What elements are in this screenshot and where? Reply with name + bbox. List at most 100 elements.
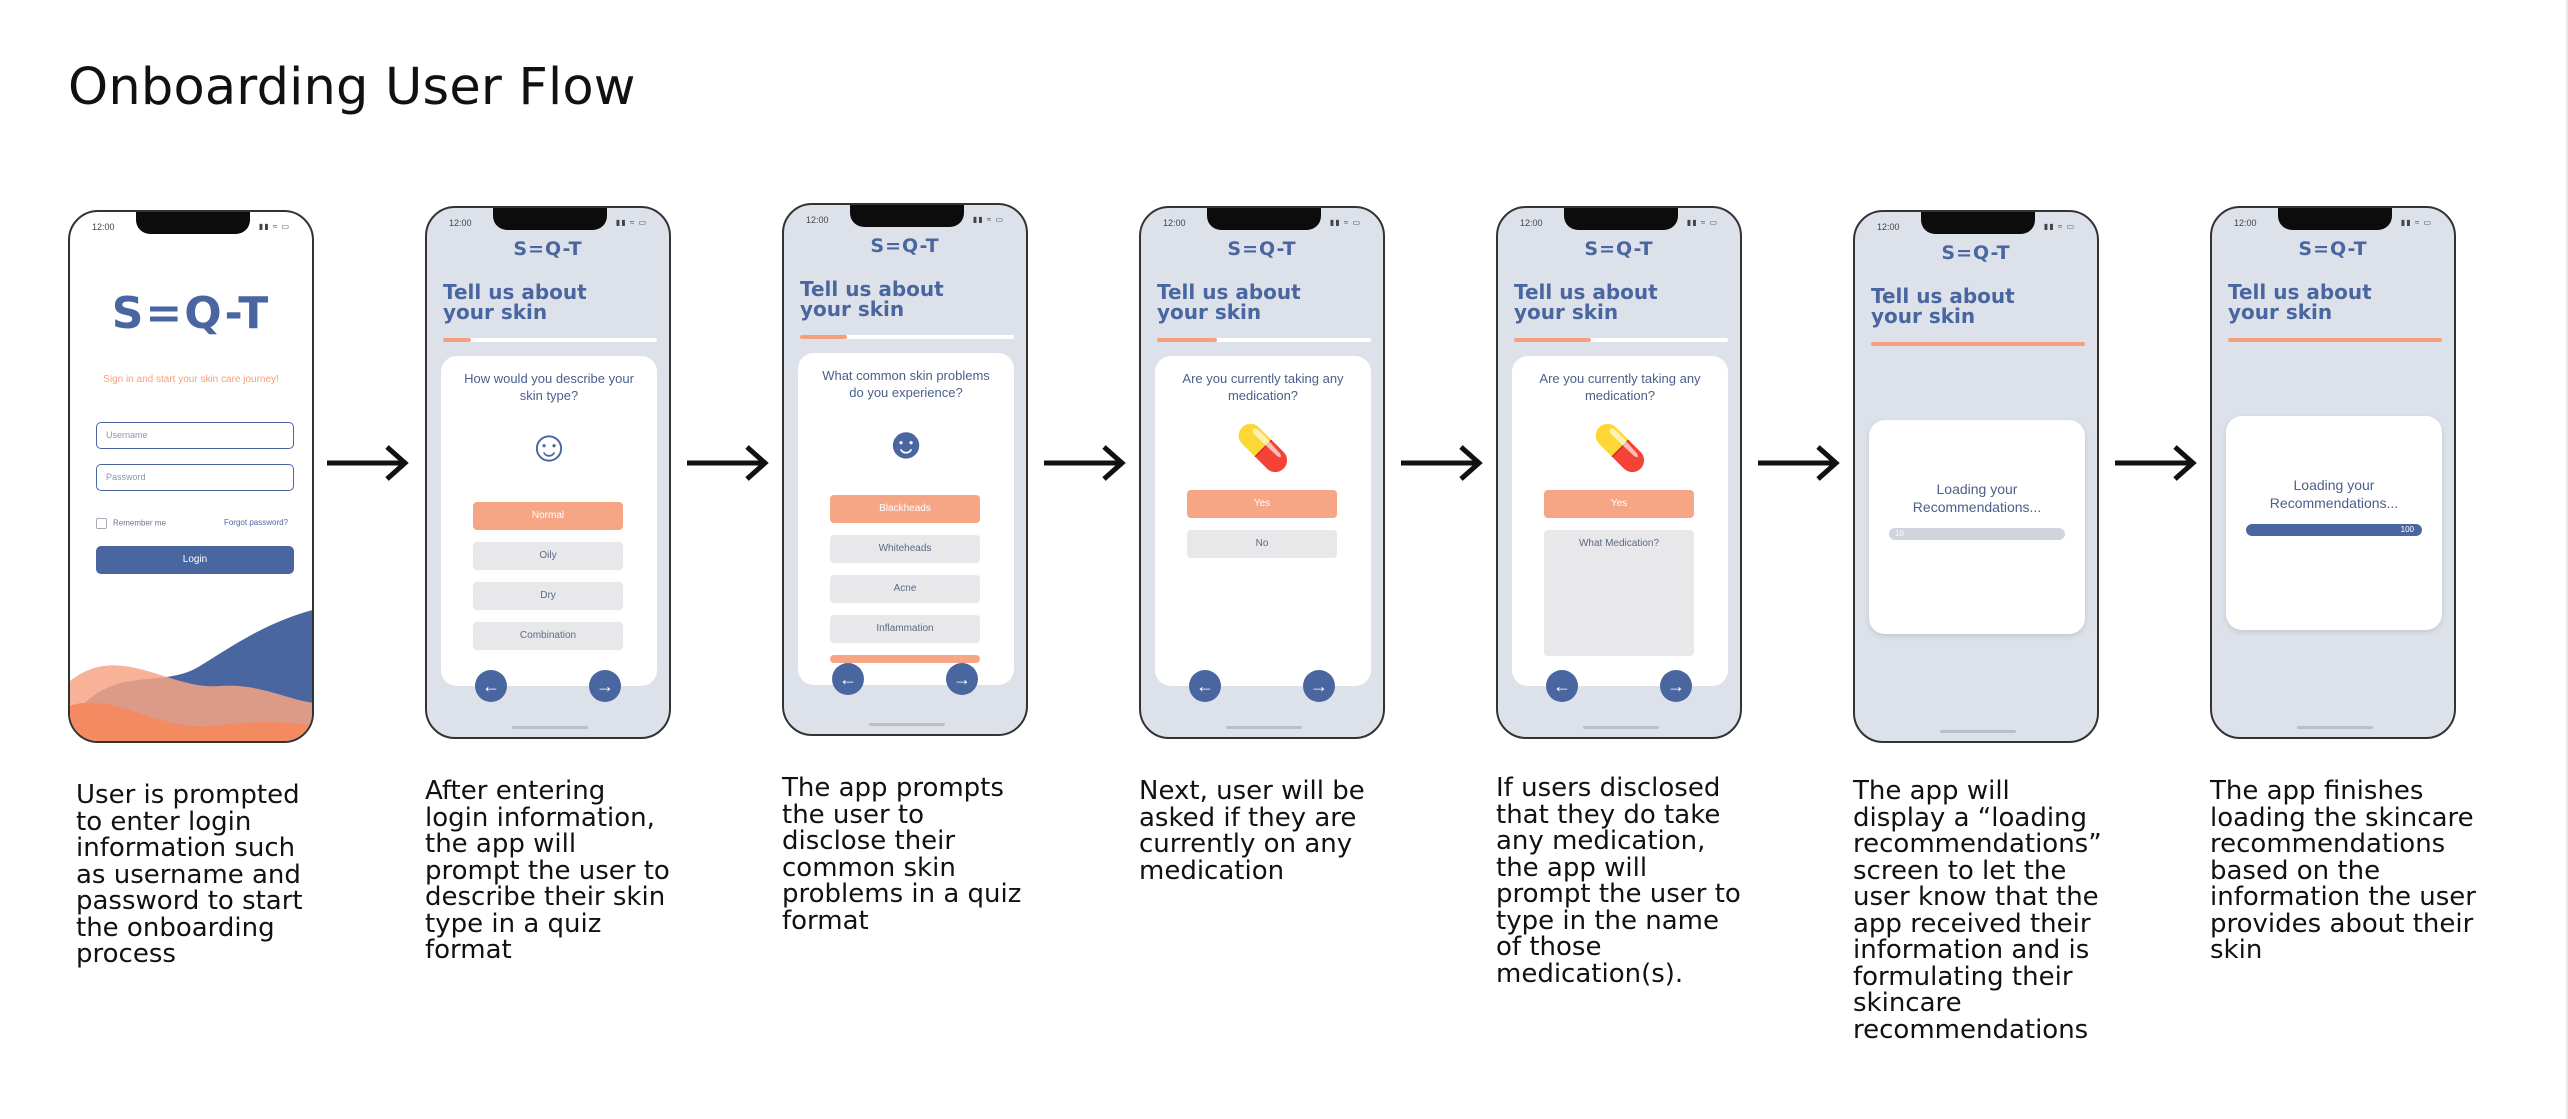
option-no[interactable]: No bbox=[1187, 530, 1337, 558]
phone-loading-start: 12:00 ▮▮ ≈ ▭ S=Q-T Tell us about your sk… bbox=[1853, 210, 2099, 743]
forgot-password-link[interactable]: Forgot password? bbox=[223, 518, 288, 527]
quiz-progress-fill bbox=[1157, 338, 1217, 342]
question-card: Are you currently taking any medication?… bbox=[1155, 356, 1371, 686]
wave-decoration bbox=[70, 610, 312, 741]
option-oily[interactable]: Oily bbox=[473, 542, 623, 570]
remember-me-label: Remember me bbox=[113, 518, 166, 528]
next-arrow-icon[interactable]: → bbox=[1660, 670, 1692, 702]
username-input[interactable]: Username bbox=[96, 422, 294, 449]
status-time: 12:00 bbox=[1877, 222, 1900, 232]
quiz-progress-bar bbox=[1157, 338, 1371, 342]
screen-heading: Tell us about your skin bbox=[800, 277, 944, 321]
option-whiteheads[interactable]: Whiteheads bbox=[830, 535, 980, 563]
face-icon: ☺ bbox=[526, 422, 572, 471]
flow-arrow-3 bbox=[1044, 445, 1126, 481]
head-profile-icon: ☻ bbox=[882, 419, 930, 468]
loading-progress-value: 100 bbox=[2400, 525, 2414, 534]
phone-notch bbox=[1207, 208, 1321, 230]
home-indicator bbox=[512, 726, 588, 729]
loading-card: Loading your Recommendations... 10 bbox=[1869, 420, 2085, 634]
caption-step-6: The app will display a “loading recommen… bbox=[1853, 776, 2102, 1045]
status-icons: ▮▮ ≈ ▭ bbox=[2043, 222, 2075, 231]
pill-icon: 💊 bbox=[1592, 424, 1648, 473]
app-logo: S=Q-T bbox=[1227, 238, 1297, 260]
quiz-progress-bar bbox=[443, 338, 657, 342]
loading-progress-bar: 100 bbox=[2246, 524, 2422, 536]
option-yes[interactable]: Yes bbox=[1544, 490, 1694, 518]
phone-medication-detail: 12:00 ▮▮ ≈ ▭ S=Q-T Tell us about your sk… bbox=[1496, 206, 1742, 739]
loading-progress-fill bbox=[2246, 524, 2422, 536]
quiz-progress-bar bbox=[1514, 338, 1728, 342]
loading-progress-value: 10 bbox=[1895, 529, 1904, 538]
quiz-progress-fill bbox=[1871, 342, 2085, 346]
medication-textarea[interactable]: What Medication? bbox=[1544, 530, 1694, 656]
quiz-progress-fill bbox=[800, 335, 848, 339]
app-logo: S=Q-T bbox=[870, 235, 940, 257]
home-indicator bbox=[2297, 726, 2373, 729]
caption-step-2: After entering login information, the ap… bbox=[425, 776, 670, 965]
caption-step-5: If users disclosed that they do take any… bbox=[1496, 773, 1741, 989]
caption-step-1: User is prompted to enter login informat… bbox=[76, 780, 303, 969]
next-arrow-icon[interactable]: → bbox=[589, 670, 621, 702]
question-text: Are you currently taking any medication? bbox=[1539, 371, 1701, 403]
status-icons: ▮▮ ≈ ▭ bbox=[615, 218, 647, 227]
status-time: 12:00 bbox=[1163, 218, 1186, 228]
back-arrow-icon[interactable]: ← bbox=[832, 663, 864, 695]
checkbox-icon bbox=[96, 518, 107, 529]
back-arrow-icon[interactable]: ← bbox=[475, 670, 507, 702]
caption-step-7: The app finishes loading the skincare re… bbox=[2210, 776, 2476, 965]
home-indicator bbox=[869, 723, 945, 726]
status-time: 12:00 bbox=[2234, 218, 2257, 228]
remember-me-checkbox[interactable]: Remember me bbox=[96, 518, 166, 529]
quiz-progress-bar bbox=[800, 335, 1014, 339]
next-arrow-icon[interactable]: → bbox=[946, 663, 978, 695]
app-logo: S=Q-T bbox=[1584, 238, 1654, 260]
app-logo: S=Q-T bbox=[111, 288, 271, 339]
caption-step-3: The app prompts the user to disclose the… bbox=[782, 773, 1022, 936]
screen-heading: Tell us about your skin bbox=[2228, 280, 2372, 324]
flow-arrow-1 bbox=[327, 445, 409, 481]
flow-arrow-5 bbox=[1758, 445, 1840, 481]
home-indicator bbox=[1226, 726, 1302, 729]
login-button[interactable]: Login bbox=[96, 546, 294, 574]
option-dry[interactable]: Dry bbox=[473, 582, 623, 610]
status-time: 12:00 bbox=[806, 215, 829, 225]
status-icons: ▮▮ ≈ ▭ bbox=[1329, 218, 1361, 227]
status-time: 12:00 bbox=[449, 218, 472, 228]
option-combination[interactable]: Combination bbox=[473, 622, 623, 650]
quiz-progress-bar bbox=[1871, 342, 2085, 346]
phone-notch bbox=[1921, 212, 2035, 234]
phone-notch bbox=[850, 205, 964, 227]
phone-notch bbox=[136, 212, 250, 234]
loading-progress-bar: 10 bbox=[1889, 528, 2065, 540]
next-arrow-icon[interactable]: → bbox=[1303, 670, 1335, 702]
back-arrow-icon[interactable]: ← bbox=[1546, 670, 1578, 702]
option-inflammation[interactable]: Inflammation bbox=[830, 615, 980, 643]
phone-loading-complete: 12:00 ▮▮ ≈ ▭ S=Q-T Tell us about your sk… bbox=[2210, 206, 2456, 739]
quiz-progress-fill bbox=[2228, 338, 2442, 342]
status-icons: ▮▮ ≈ ▭ bbox=[2400, 218, 2432, 227]
back-arrow-icon[interactable]: ← bbox=[1189, 670, 1221, 702]
status-icons: ▮▮ ≈ ▭ bbox=[258, 222, 290, 231]
quiz-progress-fill bbox=[1514, 338, 1592, 342]
option-acne[interactable]: Acne bbox=[830, 575, 980, 603]
status-time: 12:00 bbox=[1520, 218, 1543, 228]
flow-arrow-2 bbox=[687, 445, 769, 481]
loading-text: Loading your Recommendations... bbox=[2269, 477, 2399, 511]
login-tagline: Sign in and start your skin care journey… bbox=[103, 374, 279, 385]
option-blackheads[interactable]: Blackheads bbox=[830, 495, 980, 523]
option-yes[interactable]: Yes bbox=[1187, 490, 1337, 518]
option-normal[interactable]: Normal bbox=[473, 502, 623, 530]
app-logo: S=Q-T bbox=[513, 238, 583, 260]
app-logo: S=Q-T bbox=[1941, 242, 2011, 264]
page-title: Onboarding User Flow bbox=[68, 58, 636, 117]
app-logo: S=Q-T bbox=[2298, 238, 2368, 260]
password-input[interactable]: Password bbox=[96, 464, 294, 491]
option-partial[interactable] bbox=[830, 655, 980, 663]
home-indicator bbox=[1940, 730, 2016, 733]
status-time: 12:00 bbox=[92, 222, 115, 232]
phone-notch bbox=[2278, 208, 2392, 230]
pill-icon: 💊 bbox=[1235, 424, 1291, 473]
question-card: Are you currently taking any medication?… bbox=[1512, 356, 1728, 686]
screen-heading: Tell us about your skin bbox=[443, 280, 587, 324]
